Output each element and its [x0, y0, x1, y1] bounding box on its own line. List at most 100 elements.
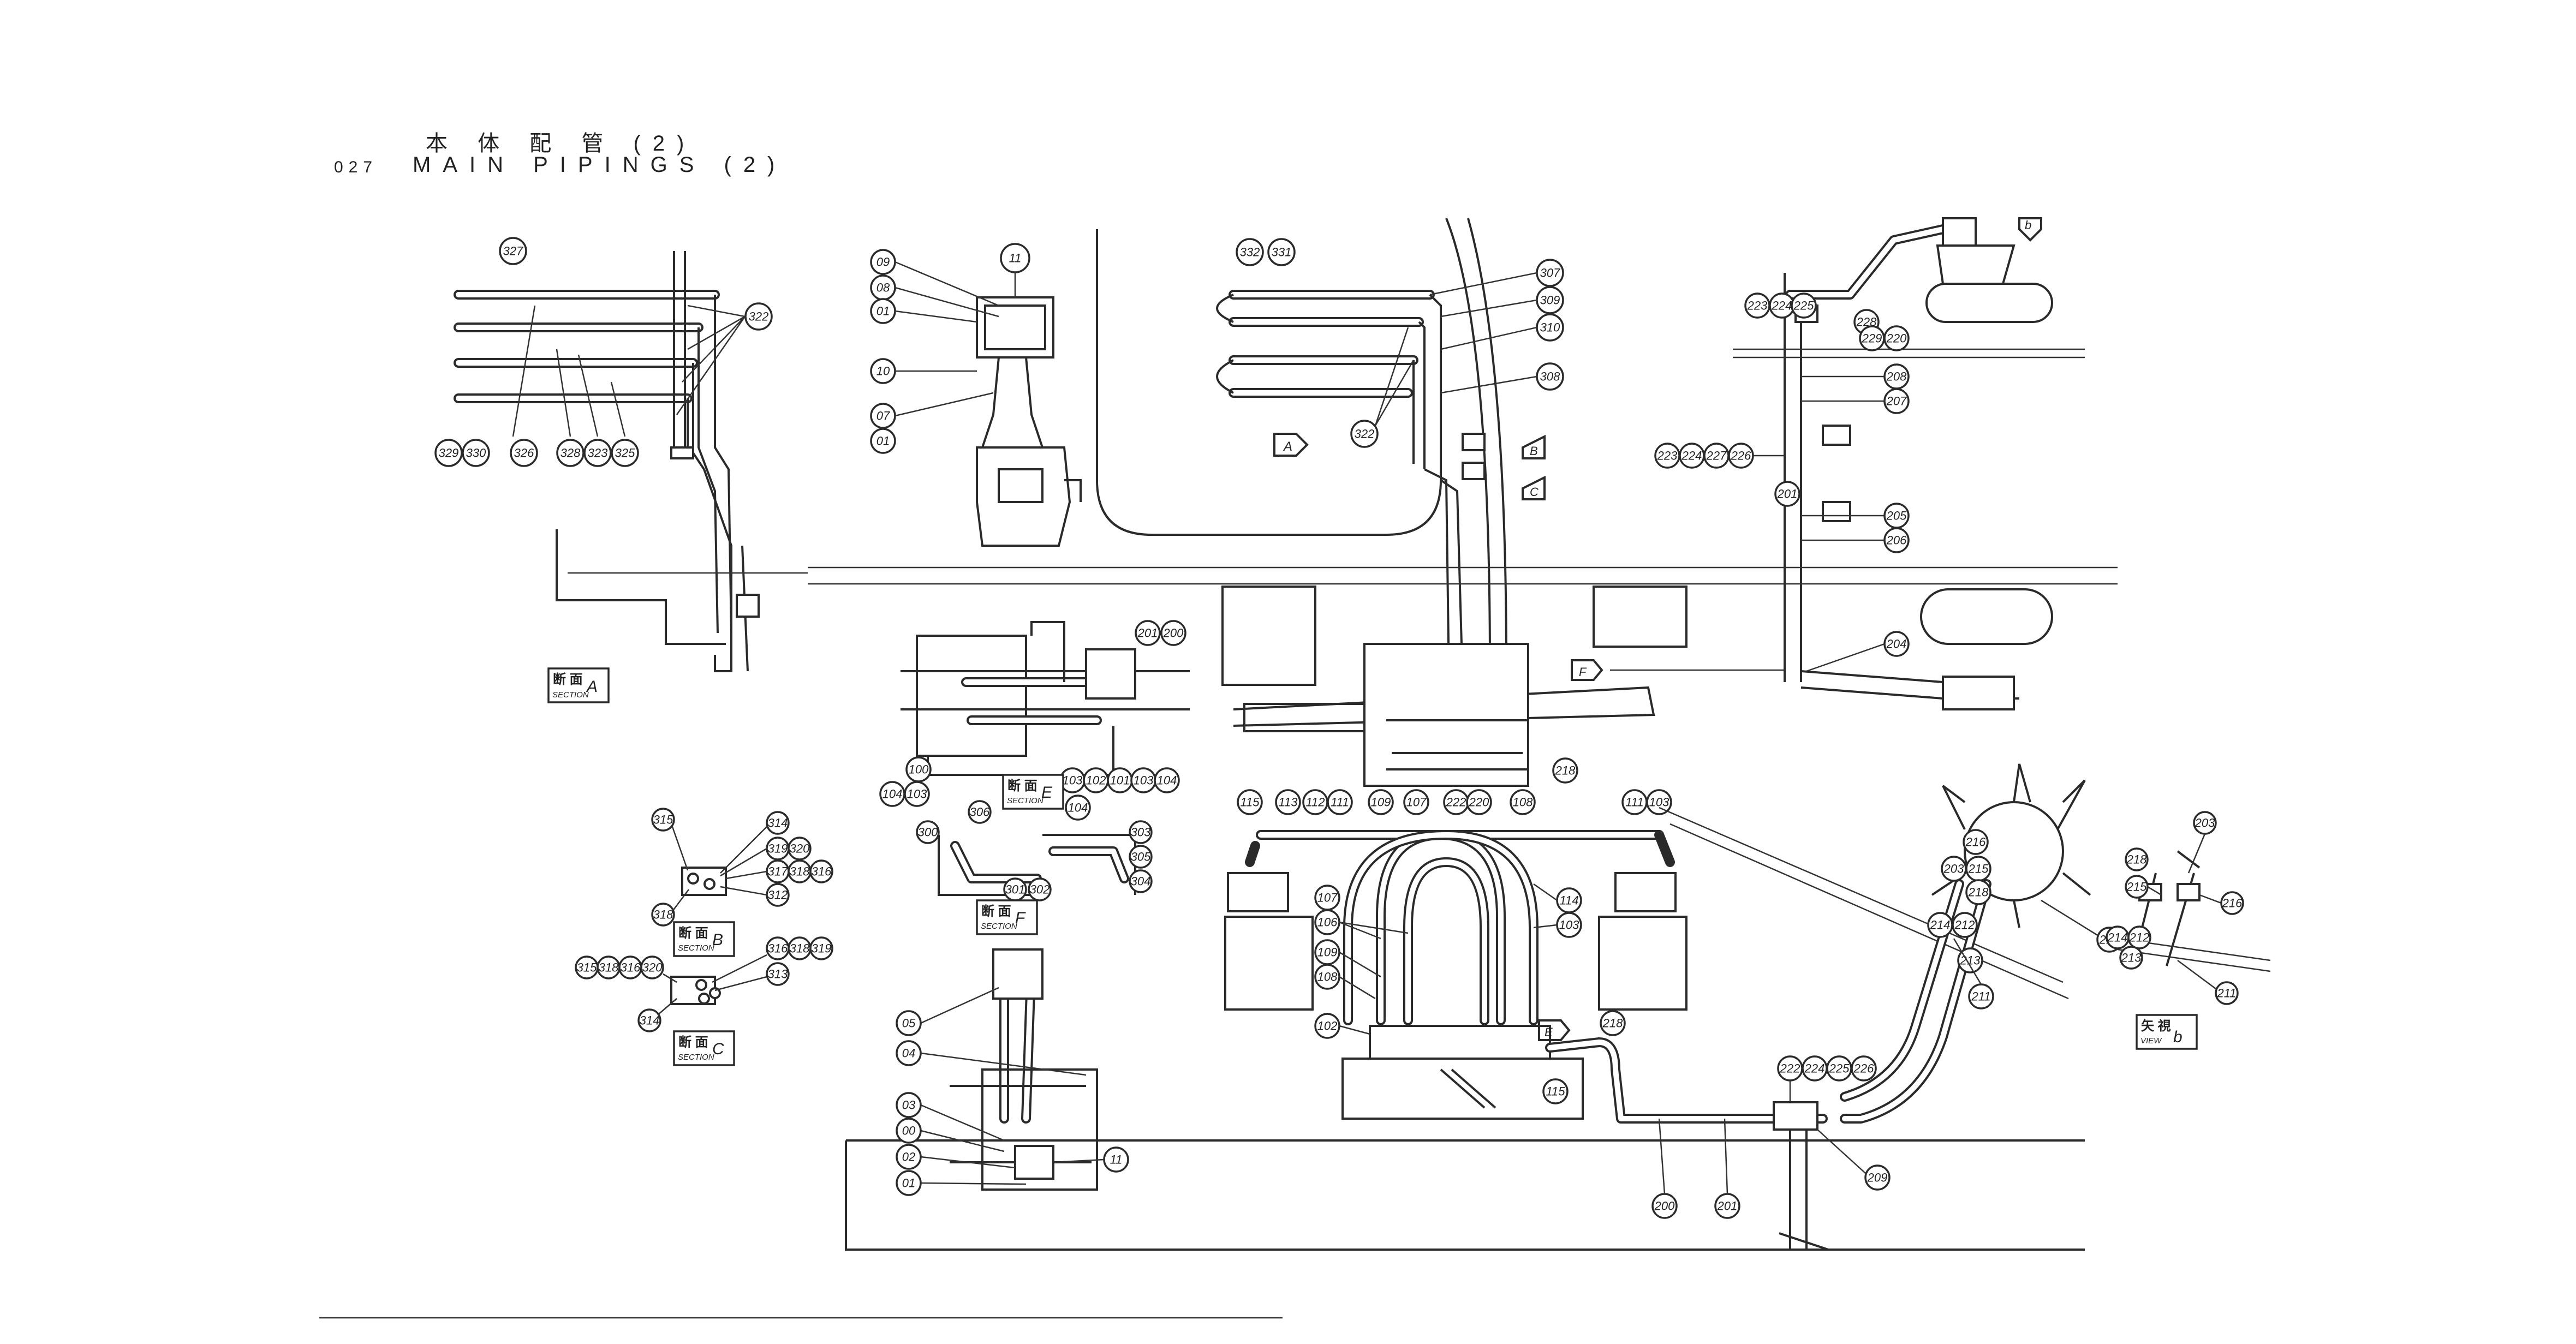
callout-09: 09 — [876, 255, 890, 269]
section-a-callouts: 327 322 329 330 326 328 323 325 — [434, 237, 773, 467]
callout-304: 304 — [1131, 875, 1151, 888]
callout-320c: 320 — [642, 961, 663, 975]
callout-115: 115 — [1240, 796, 1260, 809]
callout-305: 305 — [1131, 850, 1151, 864]
callout-103d: 103 — [1559, 918, 1579, 932]
callout-206: 206 — [1886, 534, 1907, 547]
callout-223b: 223 — [1657, 449, 1678, 463]
callout-314c: 314 — [640, 1014, 660, 1028]
callout-328: 328 — [560, 446, 581, 460]
callout-201: 201 — [1777, 487, 1798, 501]
callout-114: 114 — [1559, 894, 1578, 907]
callout-325: 325 — [615, 446, 635, 460]
callout-318c: 318 — [653, 908, 673, 922]
callout-223: 223 — [1747, 299, 1768, 313]
callout-216: 216 — [1965, 835, 1986, 849]
section-b-jp: 断 面 — [678, 925, 708, 941]
callout-207: 207 — [1886, 395, 1907, 408]
callout-308: 308 — [1540, 370, 1560, 384]
right-column-detail: b 223 224 225 228 229 220 208 207 223 22… — [1654, 217, 2085, 682]
view-marker-b: B — [1522, 434, 1546, 459]
callout-05: 05 — [902, 1017, 916, 1030]
marker-f-letter: F — [1579, 665, 1587, 679]
callout-229: 229 — [1862, 332, 1882, 345]
callout-300: 300 — [918, 826, 938, 839]
callout-03: 03 — [902, 1098, 916, 1112]
callout-214: 214 — [1930, 918, 1951, 932]
callout-104g: 104 — [1068, 801, 1088, 815]
callout-225c: 225 — [1829, 1062, 1850, 1076]
callout-323: 323 — [588, 446, 608, 460]
section-b-view: 315 314 319 320 317 318 316 312 318 断 面 … — [651, 808, 833, 957]
callout-103f: 103 — [1063, 774, 1083, 787]
callout-326: 326 — [514, 446, 534, 460]
section-b-letter: B — [712, 931, 723, 949]
callout-215c: 215 — [2126, 880, 2147, 894]
callout-213b: 213 — [2121, 951, 2142, 965]
marker-e-letter: E — [1545, 1025, 1553, 1039]
section-a-en: SECTION — [552, 690, 589, 700]
callout-08: 08 — [876, 281, 890, 295]
marker-b-letter: B — [1530, 444, 1538, 458]
callout-322: 322 — [749, 310, 769, 324]
view-b-label: 矢 視 VIEW b — [2136, 1014, 2198, 1050]
section-e-en: SECTION — [1007, 796, 1043, 805]
callout-331: 331 — [1272, 246, 1292, 259]
machine-body-band: F — [808, 566, 2118, 787]
view-b-en: VIEW — [2140, 1036, 2162, 1046]
callout-224b: 224 — [1681, 449, 1702, 463]
callout-107: 107 — [1406, 796, 1427, 809]
section-a-pipes — [454, 251, 808, 672]
callout-01: 01 — [876, 304, 890, 318]
callout-314b: 314 — [768, 816, 788, 830]
callout-332: 332 — [1240, 246, 1260, 259]
callout-200c: 200 — [1654, 1199, 1675, 1213]
callout-318d: 318 — [599, 961, 619, 975]
callout-306: 306 — [970, 805, 990, 819]
section-c-label: 断 面 SECTION C — [673, 1030, 735, 1066]
section-a-jp: 断 面 — [553, 672, 583, 687]
callout-211b: 211 — [2216, 987, 2236, 1000]
callout-319c: 319 — [812, 942, 832, 955]
view-marker-f: F — [1571, 659, 1603, 681]
callout-112: 112 — [1305, 796, 1325, 809]
section-f-en: SECTION — [981, 922, 1017, 931]
callout-101: 101 — [1110, 774, 1130, 787]
callout-106: 106 — [1317, 916, 1338, 929]
valve-detail: 09 08 01 11 10 07 01 — [870, 243, 1082, 547]
callout-01b: 01 — [876, 434, 890, 448]
callout-203b: 203 — [2195, 816, 2215, 830]
marker-a-letter: A — [1283, 439, 1292, 454]
callout-329: 329 — [439, 446, 459, 460]
callout-108: 108 — [1513, 796, 1533, 809]
section-f-label: 断 面 SECTION F — [976, 899, 1038, 935]
callout-104e: 104 — [882, 787, 903, 801]
view-a-detail: 332 331 307 309 310 322 308 A B C — [1096, 218, 1564, 683]
callout-222b: 222 — [1780, 1062, 1800, 1076]
callout-316b: 316 — [812, 865, 832, 879]
callout-224c: 224 — [1804, 1062, 1825, 1076]
section-f-letter: F — [1015, 909, 1026, 927]
title-english: MAIN PIPINGS (2) — [413, 153, 787, 177]
callout-318b: 318 — [790, 865, 810, 879]
callout-211: 211 — [1971, 990, 1990, 1003]
section-b-label: 断 面 SECTION B — [673, 921, 735, 957]
callout-302: 302 — [1030, 883, 1050, 897]
view-b-letter: b — [2173, 1028, 2183, 1046]
section-a-label: 断 面 SECTION A — [547, 667, 610, 703]
view-marker-e: E — [1538, 1019, 1571, 1041]
callout-320b: 320 — [790, 842, 810, 856]
callout-205: 205 — [1886, 509, 1907, 523]
marker-c-letter: C — [1530, 485, 1539, 499]
callout-309: 309 — [1540, 294, 1560, 307]
callout-02: 02 — [902, 1150, 915, 1164]
callout-111: 111 — [1331, 796, 1349, 809]
callout-100: 100 — [909, 763, 929, 776]
callout-218: 218 — [1555, 764, 1576, 778]
callout-224: 224 — [1772, 299, 1792, 313]
callout-11: 11 — [1009, 252, 1022, 265]
callout-310: 310 — [1540, 321, 1560, 334]
title-japanese: 本 体 配 管 (2) — [426, 132, 696, 156]
callout-214b: 214 — [2107, 931, 2128, 945]
